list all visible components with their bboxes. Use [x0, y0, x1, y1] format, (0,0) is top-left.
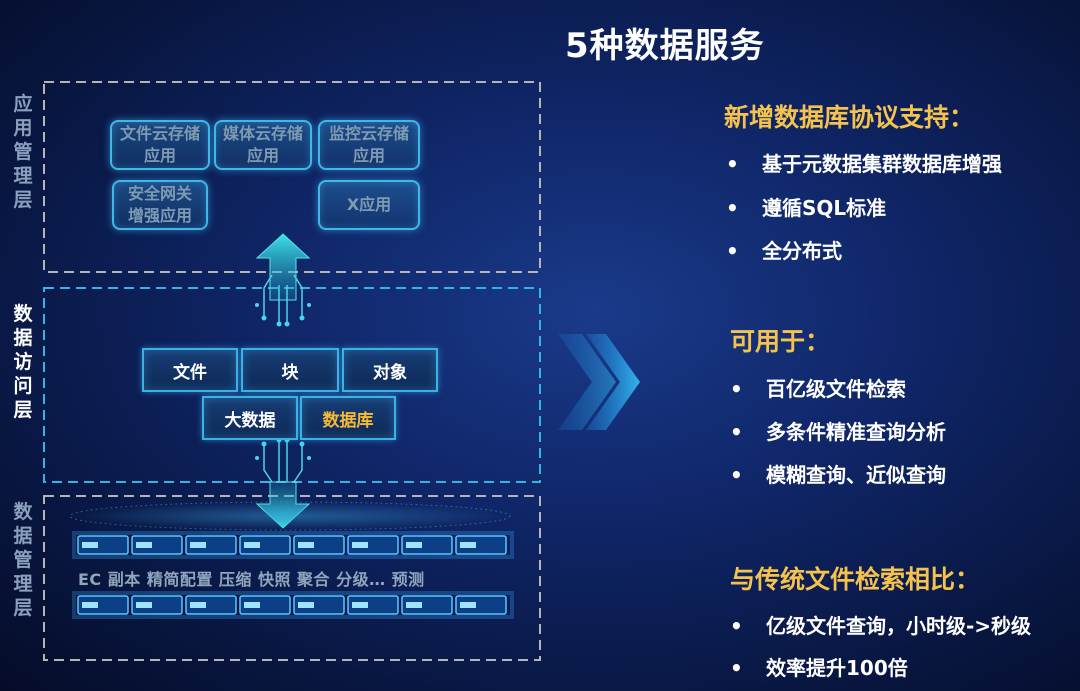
server-unit	[347, 535, 399, 555]
app-media-cloud: 媒体云存储 应用	[214, 120, 312, 170]
service-object: 对象	[342, 348, 438, 392]
app-monitor-cloud-line2: 应用	[352, 146, 385, 165]
bullet-item: • 全分布式	[726, 235, 842, 264]
app-file-cloud-line1: 文件云存储	[119, 124, 200, 143]
app-security-gateway: 安全网关 增强应用	[112, 180, 208, 230]
server-row-glow	[72, 591, 514, 619]
bullet-text: 多条件精准查询分析	[766, 420, 946, 444]
server-unit	[239, 595, 291, 615]
server-unit	[131, 535, 183, 555]
app-monitor-cloud: 监控云存储 应用	[318, 120, 420, 170]
server-unit	[293, 535, 345, 555]
bullet-text: 百亿级文件检索	[766, 377, 906, 401]
section-heading-db-protocol: 新增数据库协议支持：	[724, 103, 975, 132]
server-unit	[185, 595, 237, 615]
up-arrow-icon	[255, 233, 311, 327]
bullet-item: • 模糊查询、近似查询	[730, 459, 946, 488]
server-led	[82, 542, 98, 548]
app-security-gateway-line2: 增强应用	[127, 206, 192, 225]
server-unit	[455, 535, 507, 555]
server-led	[136, 542, 152, 548]
server-unit	[131, 595, 183, 615]
service-file: 文件	[142, 348, 238, 392]
bullet-text: 效率提升100倍	[766, 656, 908, 680]
server-row-glow	[72, 531, 514, 559]
server-led	[406, 602, 422, 608]
server-unit	[347, 595, 399, 615]
server-led	[82, 602, 98, 608]
bullet-text: 模糊查询、近似查询	[766, 463, 946, 487]
storage-disk-glow	[69, 501, 511, 531]
bullet-item: • 基于元数据集群数据库增强	[726, 148, 1002, 177]
app-x: X应用	[318, 180, 420, 230]
server-unit	[239, 535, 291, 555]
section-heading-usage: 可用于：	[730, 327, 831, 356]
layer-label-mgmt: 数据管理层	[13, 501, 33, 619]
layer-label-access: 数据访问层	[13, 303, 33, 421]
server-led	[460, 542, 476, 548]
server-unit	[293, 595, 345, 615]
bullet-dot: •	[730, 614, 743, 638]
mgmt-features: EC 副本 精简配置 压缩 快照 聚合 分级… 预测	[78, 570, 425, 589]
server-row-top	[72, 531, 514, 559]
service-block: 块	[241, 348, 339, 392]
service-bigdata: 大数据	[202, 396, 298, 440]
server-row-bottom	[72, 591, 514, 619]
app-security-gateway-line1: 安全网关	[127, 184, 192, 203]
bullet-dot: •	[730, 656, 743, 680]
server-led	[136, 602, 152, 608]
bullet-item: • 效率提升100倍	[730, 652, 908, 681]
section-heading-comparison: 与传统文件检索相比：	[730, 565, 981, 594]
bullet-text: 基于元数据集群数据库增强	[762, 152, 1002, 176]
server-led	[244, 542, 260, 548]
server-led	[406, 542, 422, 548]
bullet-item: • 遵循SQL标准	[726, 192, 886, 221]
bullet-dot: •	[730, 463, 743, 487]
server-unit	[77, 535, 129, 555]
server-led	[190, 602, 206, 608]
app-file-cloud: 文件云存储 应用	[110, 120, 210, 170]
bullet-text: 全分布式	[762, 239, 842, 263]
bullet-dot: •	[730, 420, 743, 444]
server-led	[298, 542, 314, 548]
server-unit	[455, 595, 507, 615]
app-monitor-cloud-line1: 监控云存储	[328, 124, 409, 143]
server-led	[190, 542, 206, 548]
bullet-item: • 多条件精准查询分析	[730, 416, 946, 445]
server-led	[352, 602, 368, 608]
server-led	[244, 602, 260, 608]
app-media-cloud-line1: 媒体云存储	[222, 124, 303, 143]
bullet-dot: •	[726, 196, 739, 220]
server-led	[298, 602, 314, 608]
app-file-cloud-line2: 应用	[143, 146, 176, 165]
server-unit	[77, 595, 129, 615]
server-unit	[401, 535, 453, 555]
bullet-item: • 百亿级文件检索	[730, 373, 906, 402]
bullet-text: 亿级文件查询，小时级->秒级	[766, 614, 1032, 638]
bullet-dot: •	[730, 377, 743, 401]
layer-label-app: 应用管理层	[13, 93, 33, 211]
server-led	[460, 602, 476, 608]
app-x-label: X应用	[346, 195, 392, 214]
page-title: 5种数据服务	[565, 26, 765, 66]
server-unit	[185, 535, 237, 555]
bullet-item: • 亿级文件查询，小时级->秒级	[730, 610, 1031, 639]
service-database: 数据库	[300, 396, 396, 440]
server-unit	[401, 595, 453, 615]
chevron-right-icon	[558, 334, 640, 430]
app-media-cloud-line2: 应用	[246, 146, 279, 165]
bullet-text: 遵循SQL标准	[762, 196, 887, 220]
bullet-dot: •	[726, 239, 739, 263]
bullet-dot: •	[726, 152, 739, 176]
server-led	[352, 542, 368, 548]
